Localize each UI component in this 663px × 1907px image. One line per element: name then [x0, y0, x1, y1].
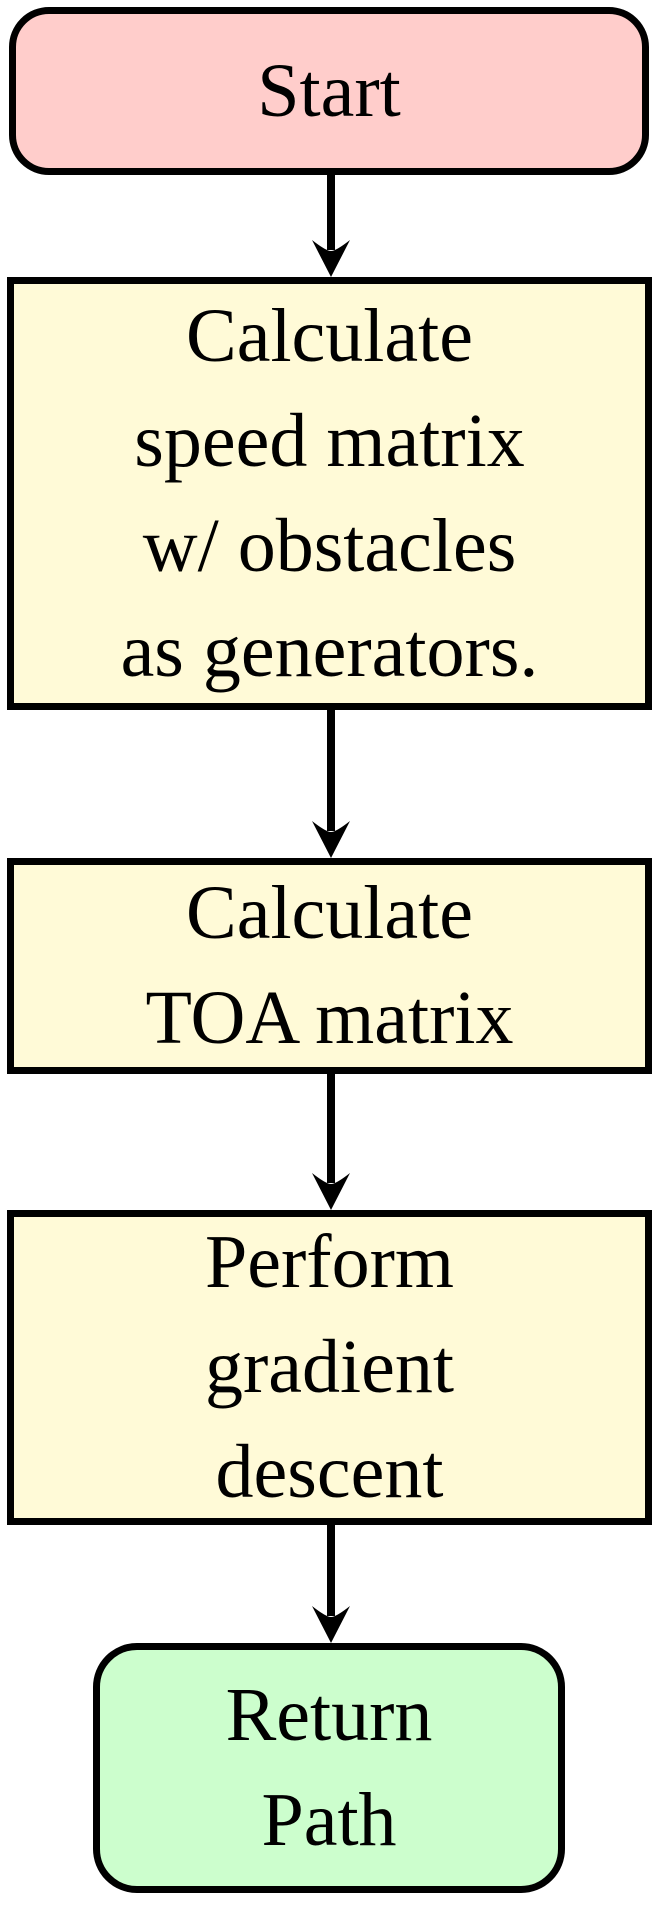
node-return-line-1: Return — [225, 1673, 433, 1757]
node-perform-gradient-descent: Perform gradient descent — [7, 1210, 652, 1525]
node-return-path: Return Path — [93, 1643, 565, 1893]
node-return-line-2: Path — [261, 1778, 397, 1862]
node-speed-line-1: Calculate — [186, 293, 473, 378]
node-start-label: Start — [257, 48, 401, 133]
arrow-start-to-speed-matrix — [312, 174, 350, 277]
node-toa-line-1: Calculate — [186, 871, 473, 955]
node-calculate-toa-matrix: Calculate TOA matrix — [7, 858, 652, 1074]
node-speed-line-3: w/ obstacles — [142, 503, 517, 588]
node-start: Start — [9, 7, 649, 175]
node-speed-line-4: as generators. — [120, 608, 539, 693]
node-toa-line-2: TOA matrix — [145, 976, 514, 1060]
node-gd-line-2: gradient — [204, 1325, 454, 1409]
node-speed-line-2: speed matrix — [134, 398, 525, 483]
node-gd-line-1: Perform — [204, 1220, 455, 1304]
arrow-speed-matrix-to-toa-matrix — [312, 710, 350, 858]
arrow-toa-matrix-to-gradient-descent — [312, 1074, 350, 1210]
node-gd-line-3: descent — [215, 1430, 444, 1514]
arrow-gradient-descent-to-return-path — [312, 1525, 350, 1643]
node-calculate-speed-matrix: Calculate speed matrix w/ obstacles as g… — [7, 277, 652, 710]
